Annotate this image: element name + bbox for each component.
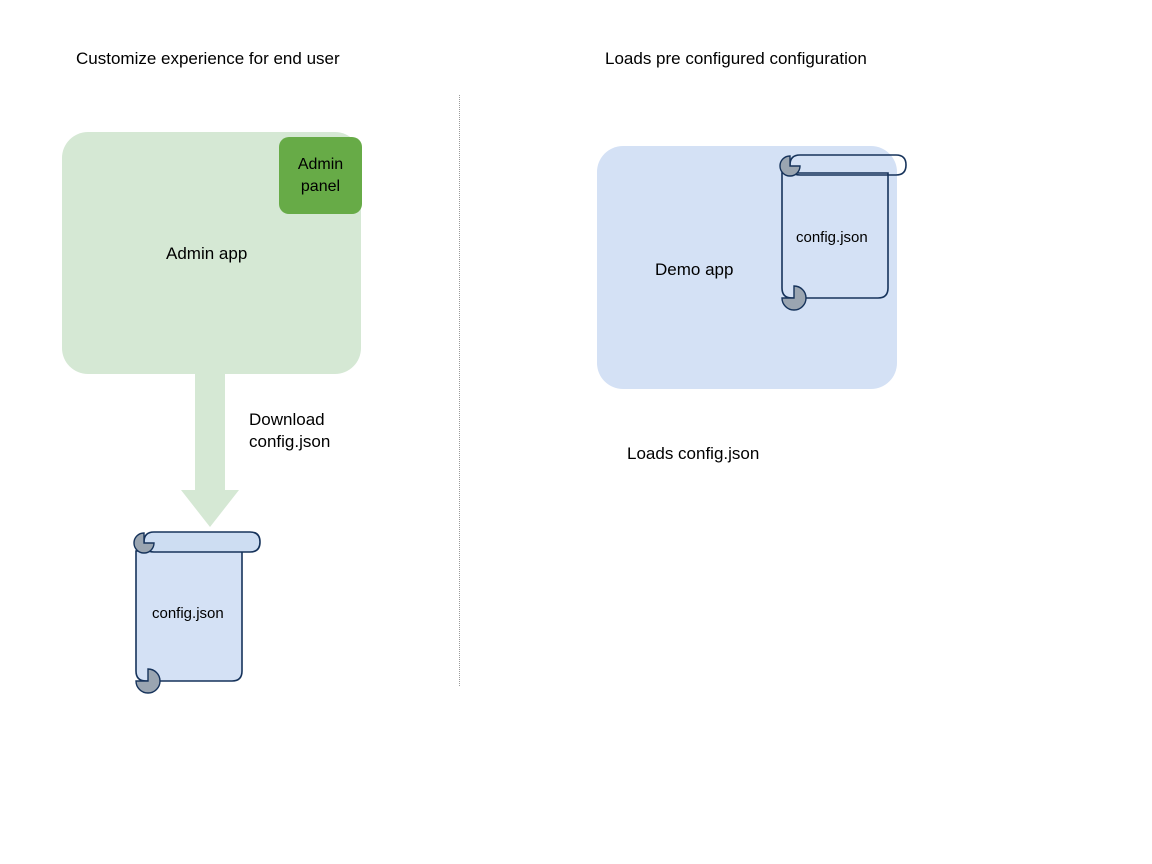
admin-panel-badge-line1: Admin [297, 155, 344, 173]
admin-panel-badge-label: Admin panel [298, 154, 343, 198]
down-arrow-icon [178, 372, 242, 529]
document-bottom-curl [781, 285, 807, 311]
document-body [135, 550, 243, 682]
document-top-curl [133, 532, 155, 554]
loads-config-caption: Loads config.json [627, 444, 760, 463]
document-bottom-curl [135, 668, 161, 694]
document-top-roll [143, 531, 261, 553]
document-top-roll [789, 154, 907, 176]
vertical-dotted-divider-icon [459, 95, 460, 686]
config-json-label-left: config.json [152, 605, 224, 622]
config-json-document-right [770, 153, 910, 311]
admin-app-label: Admin app [166, 244, 248, 263]
demo-app-label: Demo app [655, 260, 734, 279]
section-title-right: Loads pre configured configuration [605, 49, 867, 68]
demo-app-box [597, 146, 897, 389]
admin-panel-badge[interactable]: Admin panel [279, 137, 362, 214]
document-body [781, 172, 889, 299]
admin-panel-badge-line2: panel [300, 177, 341, 195]
download-arrow-label-line1: Download [249, 410, 325, 429]
download-arrow-label-line2: config.json [249, 432, 331, 451]
config-json-label-right: config.json [796, 229, 868, 246]
section-title-left: Customize experience for end user [76, 49, 340, 68]
config-json-document-left [124, 529, 264, 694]
document-top-curl [779, 155, 801, 177]
